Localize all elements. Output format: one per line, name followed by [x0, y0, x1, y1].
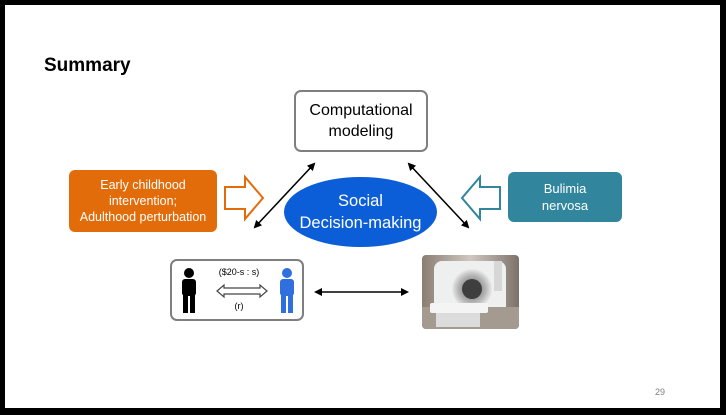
early-childhood-box: Early childhood intervention; Adulthood …	[69, 170, 217, 232]
mri-scanner-image	[422, 255, 519, 329]
mri-scanner-illustration	[422, 255, 519, 329]
proposer-person-icon	[182, 268, 196, 313]
early-line1: Early childhood	[100, 178, 186, 192]
social-line2: Decision-making	[299, 214, 422, 232]
computational-line1: Computational	[309, 102, 413, 119]
orange-block-arrow	[224, 174, 265, 222]
bulimia-nervosa-box: Bulimia nervosa	[508, 172, 622, 222]
bulimia-line2: nervosa	[541, 198, 589, 213]
ultimatum-game-box: ($20-s : s) (r)	[170, 259, 304, 321]
computational-modeling-box: Computational modeling	[294, 90, 428, 152]
teal-block-arrow	[460, 174, 501, 222]
bulimia-line1: Bulimia	[543, 181, 587, 196]
social-decision-making-ellipse: Social Decision-making	[284, 177, 437, 247]
response-label: (r)	[234, 301, 244, 311]
computational-line2: modeling	[328, 123, 394, 140]
social-line1: Social	[338, 192, 383, 210]
exchange-double-arrow-icon	[216, 283, 268, 299]
game-figures	[182, 268, 294, 313]
offer-label: ($20-s : s)	[218, 267, 260, 277]
page-number: 29	[655, 387, 666, 397]
slide-title: Summary	[44, 55, 131, 76]
arrow-left-diagonal	[253, 162, 316, 229]
early-line3: Adulthood perturbation	[79, 210, 207, 224]
slide: Summary Computational modeling Early chi…	[5, 5, 720, 408]
early-line2: intervention;	[108, 194, 178, 208]
responder-person-icon	[280, 268, 294, 313]
arrow-right-diagonal	[407, 162, 470, 229]
diagram-connectors	[224, 162, 501, 296]
